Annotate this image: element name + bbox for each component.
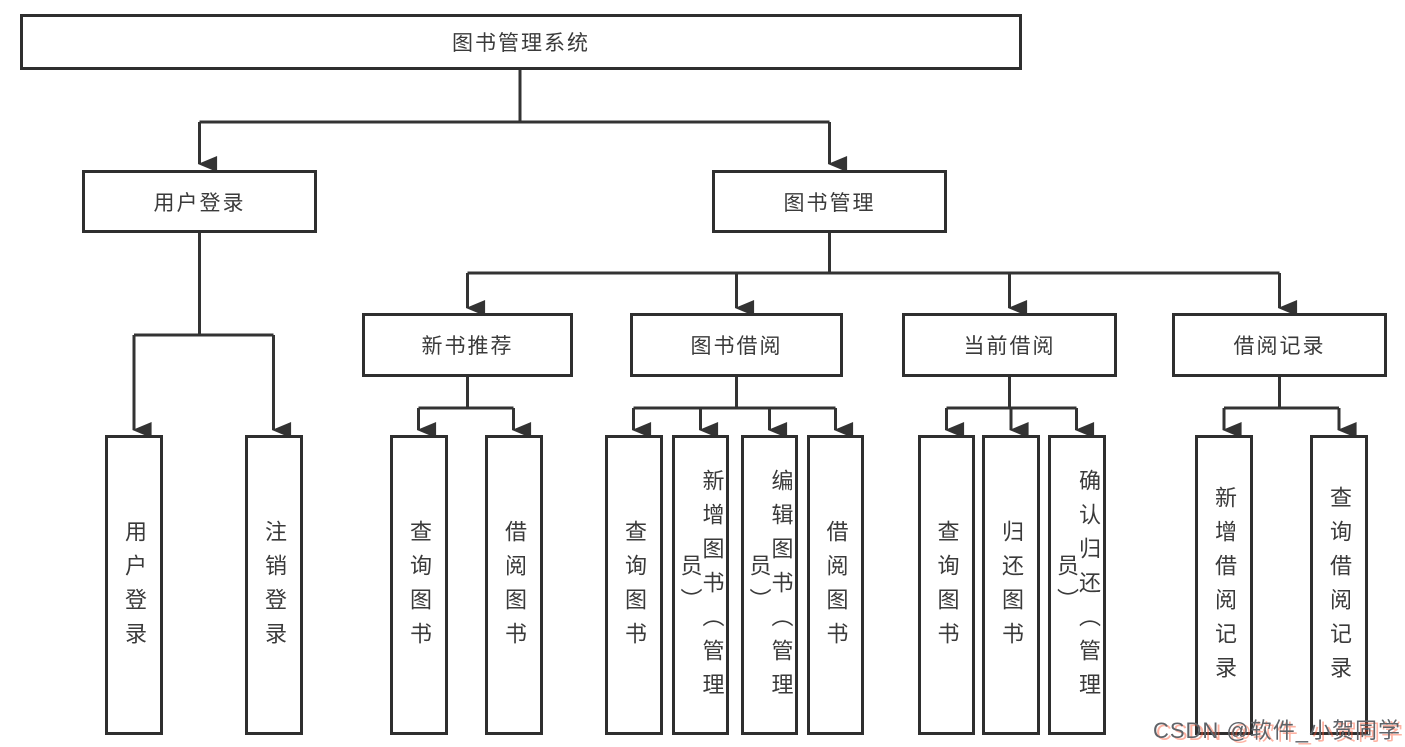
csdn-watermark: CSDN @软件_小贺同学 [1152,718,1401,743]
leaf-add-borrow-record: 新增借阅记录 [1195,435,1253,735]
leaf-query-book-borrow: 查询图书 [605,435,663,735]
leaf-query-borrow-record: 查询借阅记录 [1310,435,1368,735]
node-new-book-recommend: 新书推荐 [362,313,573,377]
leaf-query-book-recommend: 查询图书 [390,435,448,735]
leaf-user-login: 用户登录 [105,435,163,735]
leaf-edit-book-admin: 编辑图书（管理员） [741,435,798,735]
leaf-borrow-book-recommend: 借阅图书 [485,435,543,735]
node-book-management: 图书管理 [712,170,947,233]
leaf-return-book: 归还图书 [982,435,1040,735]
node-borrow-records: 借阅记录 [1172,313,1387,377]
leaf-logout: 注销登录 [245,435,303,735]
leaf-add-book-admin: 新增图书（管理员） [672,435,729,735]
node-book-borrow: 图书借阅 [630,313,843,377]
leaf-confirm-return-admin: 确认归还（管理员） [1048,435,1106,735]
leaf-borrow-book: 借阅图书 [807,435,864,735]
node-user-login: 用户登录 [82,170,317,233]
node-library-system: 图书管理系统 [20,14,1022,70]
leaf-query-book-current: 查询图书 [918,435,975,735]
node-current-borrow: 当前借阅 [902,313,1117,377]
